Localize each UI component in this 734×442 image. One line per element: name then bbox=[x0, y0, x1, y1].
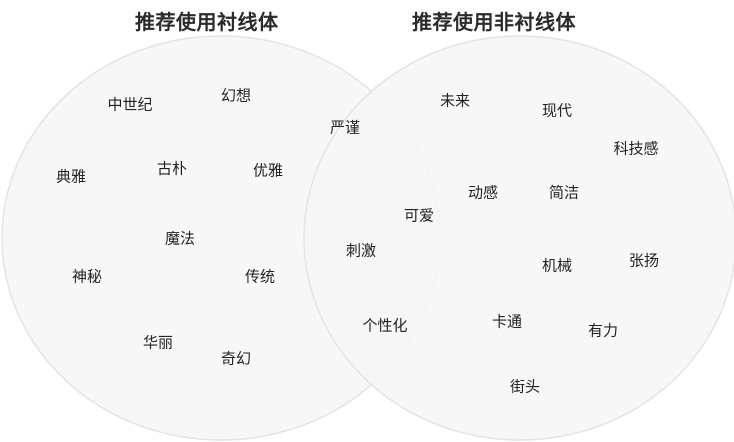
keyword-qihuan: 奇幻 bbox=[220, 349, 252, 368]
keyword-keai: 可爱 bbox=[403, 206, 435, 225]
keyword-chuantong: 传统 bbox=[244, 267, 276, 286]
keyword-jixie: 机械 bbox=[541, 256, 573, 275]
keyword-kejigan: 科技感 bbox=[613, 139, 659, 158]
keyword-mofa: 魔法 bbox=[164, 229, 196, 248]
keyword-gexinghua: 个性化 bbox=[362, 316, 408, 335]
keyword-shenmi: 神秘 bbox=[71, 267, 103, 286]
keyword-weilai: 未来 bbox=[439, 91, 471, 110]
keyword-katong: 卡通 bbox=[491, 312, 523, 331]
right-set-circle bbox=[303, 35, 734, 441]
keyword-jietou: 街头 bbox=[509, 377, 541, 396]
keyword-dianya: 典雅 bbox=[55, 167, 87, 186]
keyword-youli: 有力 bbox=[587, 321, 619, 340]
keyword-zhongshiji: 中世纪 bbox=[107, 95, 153, 114]
left-set-title: 推荐使用衬线体 bbox=[135, 10, 279, 34]
keyword-xiandai: 现代 bbox=[541, 101, 573, 120]
keyword-yanjin: 严谨 bbox=[329, 118, 361, 137]
keyword-jianjie: 简洁 bbox=[548, 183, 580, 202]
keyword-gupu: 古朴 bbox=[156, 159, 188, 178]
keyword-youya: 优雅 bbox=[252, 161, 284, 180]
keyword-donggan: 动感 bbox=[467, 183, 499, 202]
keyword-zhangyang: 张扬 bbox=[628, 251, 660, 270]
right-set-title: 推荐使用非衬线体 bbox=[412, 10, 576, 34]
keyword-ciji: 刺激 bbox=[345, 241, 377, 260]
keyword-huali: 华丽 bbox=[142, 333, 174, 352]
keyword-huanxiang: 幻想 bbox=[220, 86, 252, 105]
